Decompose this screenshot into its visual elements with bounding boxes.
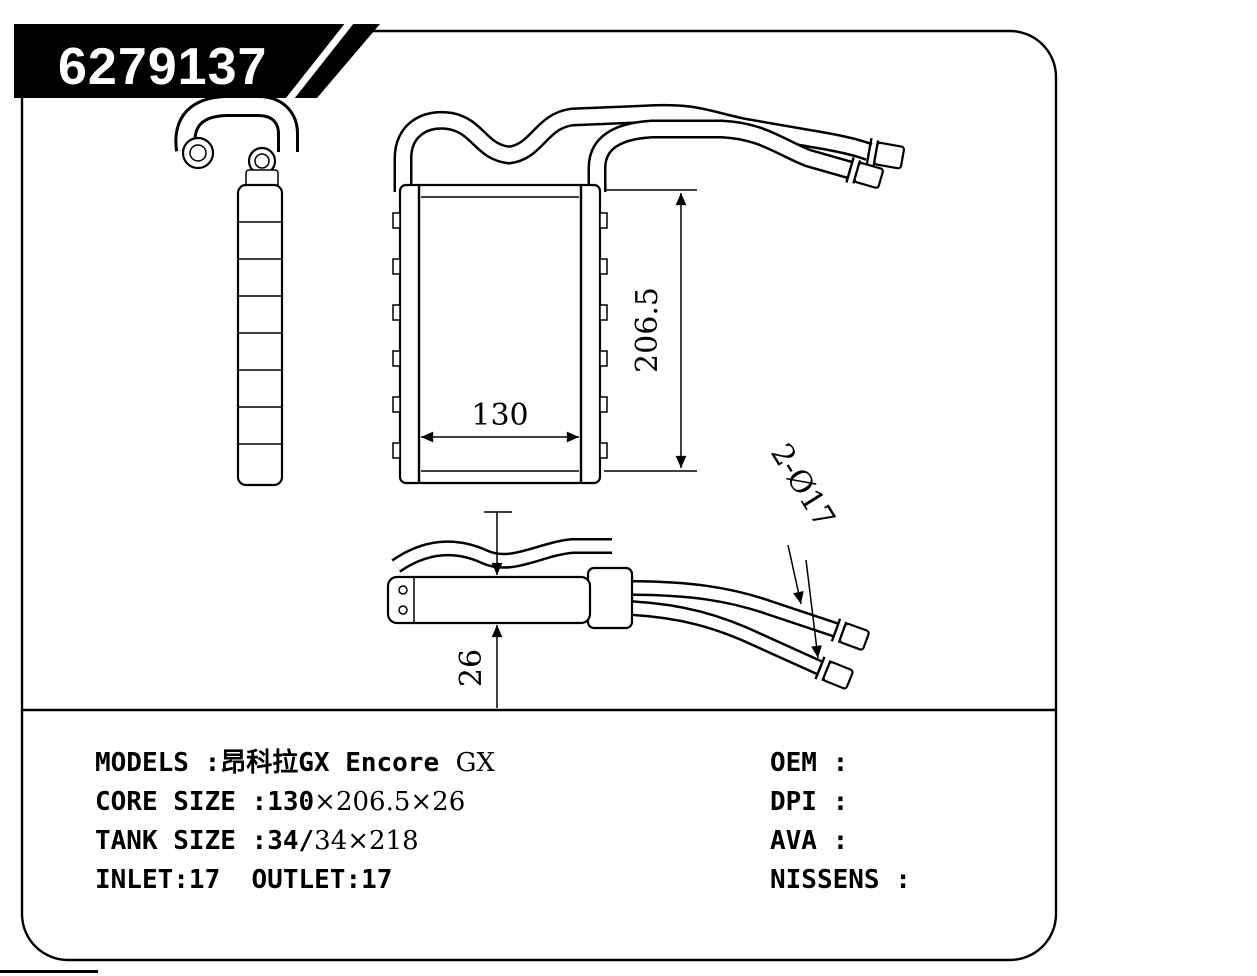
spec-value-alt: ×206.5×26 [314, 787, 466, 817]
pipe-inner [392, 540, 612, 571]
dimension-core-depth: 26 [454, 511, 512, 708]
pipe-port-inner [189, 144, 207, 162]
pipe-inner [627, 602, 823, 674]
spec-label: NISSENS : [770, 865, 911, 895]
dim-core-width-label: 130 [471, 398, 528, 433]
spec-row-tank-size: TANK SIZE :34/34×218 [95, 822, 495, 861]
pipe-inner [396, 106, 872, 192]
spec-label: OEM : [770, 748, 849, 778]
pipe-fitting-bottom-2 [814, 656, 854, 690]
fitting-cap [838, 622, 870, 651]
pipe-fitting-bottom-1 [830, 618, 870, 651]
core-clip [392, 258, 401, 275]
spec-value-alt: GX [439, 748, 495, 778]
spec-label: TANK SIZE : [95, 826, 268, 856]
core-clip [392, 442, 401, 459]
side-core-strip [236, 183, 284, 487]
core-body [398, 183, 602, 485]
fitting-collar [845, 157, 855, 183]
spec-value-alt: 34×218 [314, 826, 419, 856]
spec-value: 昂科拉GX Encore [220, 748, 440, 778]
banner-shape [14, 24, 380, 98]
core-clip [599, 350, 608, 367]
pipe-inner [627, 582, 838, 636]
spec-row-dpi: DPI : [770, 783, 911, 822]
banner-slash [285, 17, 355, 104]
dim-core-depth-label: 26 [454, 649, 489, 687]
spec-label: MODELS : [95, 748, 221, 778]
strip-clip [398, 585, 408, 595]
spec-row-core-size: CORE SIZE :130×206.5×26 [95, 783, 495, 822]
spec-row-inlet-outlet: INLET:17 OUTLET:17 [95, 861, 495, 900]
spec-table-left: MODELS :昂科拉GX Encore GX CORE SIZE :130×2… [95, 744, 495, 900]
leader-arrow [805, 559, 822, 659]
spec-value: 34/ [267, 826, 315, 856]
core-clip [392, 350, 401, 367]
pipe-port-inner [254, 153, 270, 169]
fitting-cap [873, 141, 906, 170]
page-edge-mark [0, 970, 98, 973]
spec-label: INLET:17 OUTLET:17 [95, 865, 393, 895]
tank-block [586, 566, 634, 630]
core-clip [599, 442, 608, 459]
core-clip [392, 396, 401, 413]
pipe-diameter-label: 2-Ø17 [763, 438, 841, 535]
pipe-inner [590, 122, 852, 192]
core-side-view [174, 95, 299, 487]
top-pipes-view [393, 103, 906, 192]
dimension-core-width: 130 [421, 398, 579, 443]
fitting-collar [830, 618, 842, 642]
core-clip [599, 396, 608, 413]
spec-label: DPI : [770, 787, 849, 817]
spec-table-right: OEM : DPI : AVA : NISSENS : [770, 744, 911, 900]
core-clip [392, 304, 401, 321]
elbow-inner [177, 98, 296, 152]
dimension-core-height: 206.5 [604, 189, 697, 472]
core-clip [599, 304, 608, 321]
pipe-fitting-top-1 [865, 138, 906, 170]
dim-core-height-label: 206.5 [630, 287, 665, 373]
spec-row-models: MODELS :昂科拉GX Encore GX [95, 744, 495, 783]
part-number: 6279137 [58, 38, 267, 96]
spec-label: CORE SIZE : [95, 787, 268, 817]
pipe-fitting-top-2 [845, 157, 884, 189]
fitting-cap [853, 161, 884, 189]
core-clip [392, 212, 401, 229]
strip-clip [398, 605, 408, 615]
core-front-view [392, 183, 608, 485]
core-edge-strip [386, 575, 592, 625]
fitting-cap [822, 661, 854, 690]
fitting-collar [865, 138, 873, 166]
spec-row-oem: OEM : [770, 744, 911, 783]
core-clip [599, 258, 608, 275]
spec-label: AVA : [770, 826, 849, 856]
sheet-border [20, 29, 1058, 962]
spec-value: 130 [267, 787, 315, 817]
part-number-banner: 6279137 [14, 17, 380, 104]
leader-arrow [787, 544, 804, 605]
spec-row-ava: AVA : [770, 822, 911, 861]
core-top-down-view [386, 538, 870, 690]
core-clip [599, 212, 608, 229]
spec-row-nissens: NISSENS : [770, 861, 911, 900]
fitting-collar [814, 656, 826, 680]
